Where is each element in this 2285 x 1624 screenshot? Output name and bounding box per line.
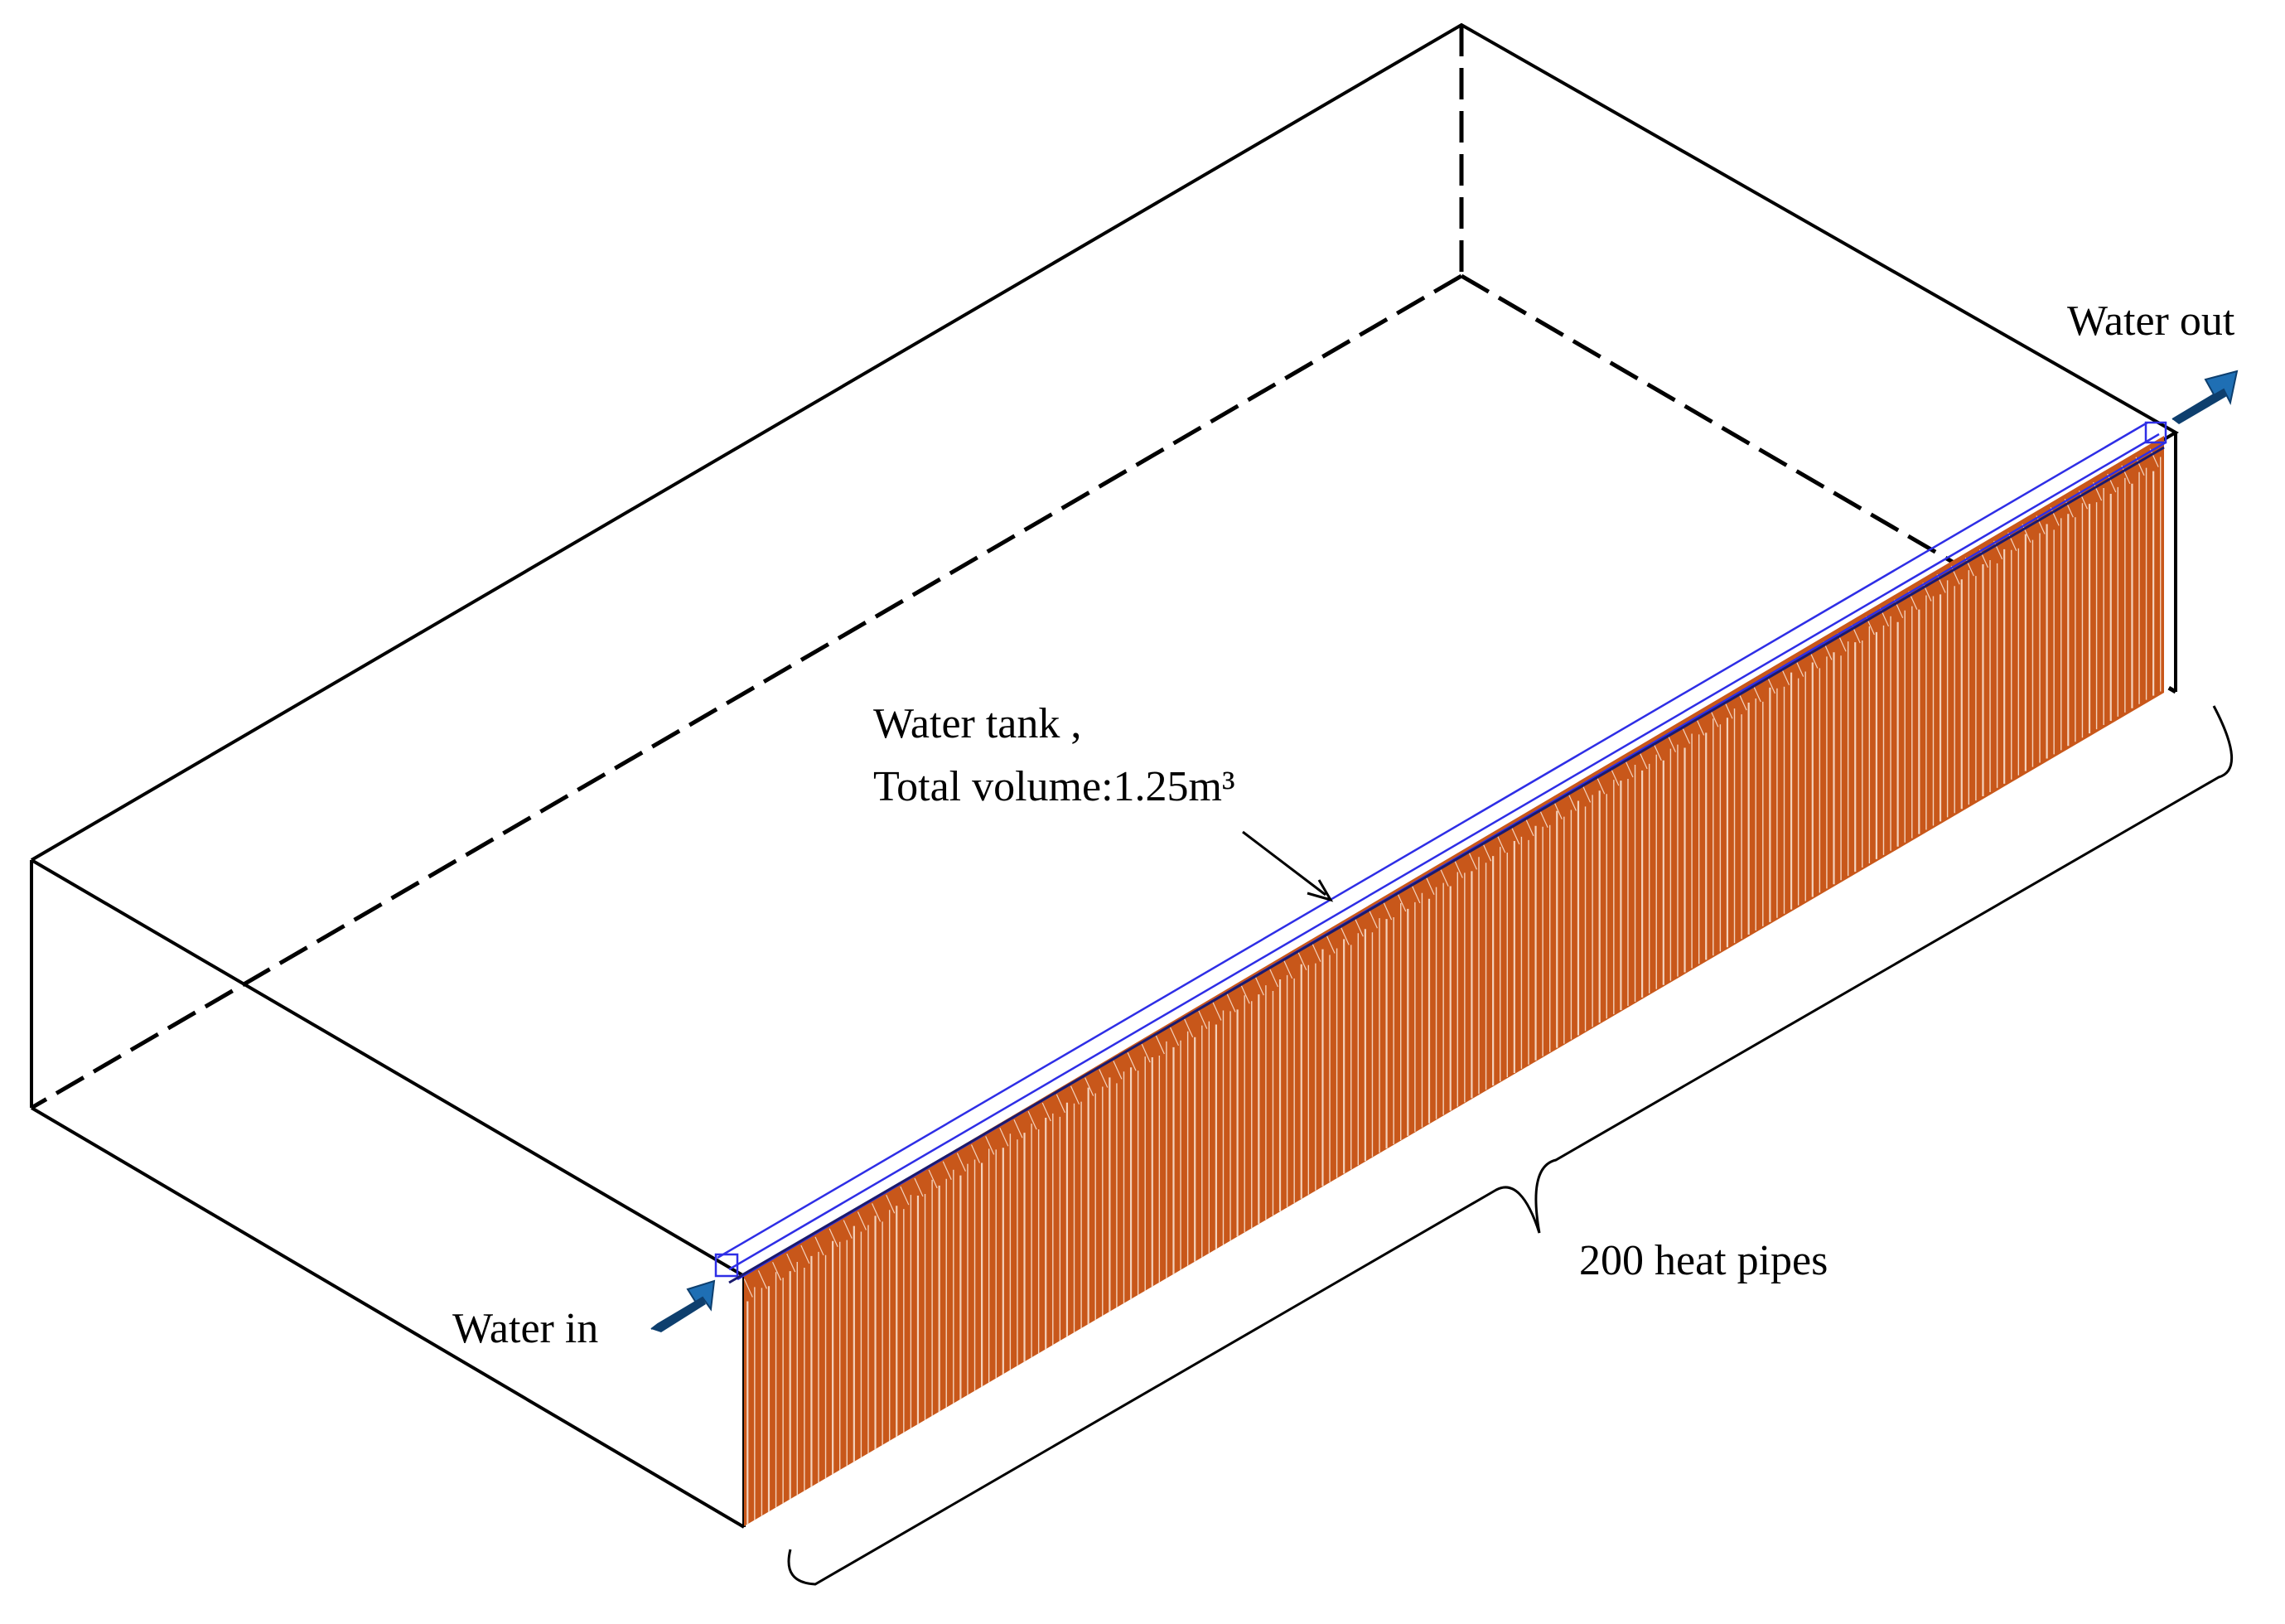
heat-pipe-fin (1453, 859, 1463, 878)
heat-pipe-fin (886, 1195, 896, 1214)
heat-pipe-fin (2036, 515, 2046, 534)
heat-pipe-fin (1099, 1069, 1109, 1088)
heat-pipe-fin (1539, 809, 1548, 828)
heat-pipe-fin (1013, 1119, 1023, 1138)
heat-pipe-fin (1439, 868, 1449, 887)
heat-pipe-fin (2007, 532, 2017, 552)
heat-pipe-fin (1027, 1110, 1037, 1130)
heat-pipe-fin (1113, 1061, 1123, 1080)
heat-pipe-fin (928, 1169, 938, 1189)
heat-pipe-fin (843, 1220, 853, 1239)
tank-leader-arrow (1242, 830, 1334, 902)
heat-pipe-fin (1368, 909, 1378, 929)
heat-pipe-fin (1581, 784, 1592, 803)
heat-pipe-fin (814, 1236, 824, 1256)
heat-pipe-fin (1085, 1077, 1094, 1096)
heat-pipe-fin (1297, 951, 1307, 971)
heat-pipe-fin (1340, 926, 1350, 945)
heat-pipe-fin (1496, 834, 1506, 853)
heat-pipe-fin (2064, 499, 2074, 518)
pipe-panel-face (744, 436, 2164, 1526)
heat-pipe-fin (900, 1186, 910, 1206)
heat-pipe-fin (1127, 1051, 1137, 1071)
heat-pipe-fin (2022, 524, 2031, 543)
heat-pipe-fin (1141, 1043, 1151, 1063)
heat-pipe-fin (2078, 490, 2088, 510)
heat-pipe-fin (1624, 758, 1634, 778)
heat-pipe-fin (1056, 1094, 1065, 1114)
heat-pipe-fin (744, 1278, 753, 1298)
heat-pipe-fin (970, 1144, 981, 1163)
heat-pipe-fin (1254, 976, 1264, 996)
heat-pipe-fin (1198, 1010, 1208, 1029)
heat-pipe-fin (1467, 851, 1477, 870)
heat-pipes-count-label: 200 heat pipes (1579, 1237, 1828, 1284)
heat-pipe-fin (1596, 776, 1606, 795)
heat-pipe-fin (1312, 943, 1321, 962)
heat-pipe-fin (2093, 481, 2103, 501)
heat-pipe-fin (1226, 993, 1236, 1013)
heat-pipe-fin (1155, 1035, 1165, 1055)
heat-pipe-fin (1326, 935, 1336, 954)
heat-pipe-fin (1283, 959, 1293, 979)
water-tank-label-line2: Total volume:1.25m³ (873, 763, 1235, 810)
heat-pipe-fin (1411, 884, 1421, 904)
heat-pipe-fin (1184, 1018, 1194, 1037)
heat-pipe-fin (1993, 540, 2003, 560)
heat-pipe-fin (1240, 985, 1250, 1004)
heat-pipe-fin (757, 1270, 767, 1289)
pipe-count-brace (787, 705, 2234, 1586)
heat-pipe-fin (800, 1245, 810, 1264)
heat-pipe-fin (1978, 549, 1989, 568)
water-in-label: Water in (452, 1305, 598, 1352)
heat-pipe-fin (1268, 968, 1279, 988)
heat-pipe-fin (999, 1128, 1009, 1147)
heat-pipe-fin (1425, 876, 1435, 895)
box-hidden-edges (30, 25, 2177, 1110)
heat-pipe-fin (857, 1211, 867, 1230)
heat-pipe-panel (744, 436, 2164, 1526)
water-tank-channel (714, 421, 2167, 1281)
heat-pipe-fin (1354, 918, 1364, 937)
arrow-right-icon (2171, 370, 2239, 424)
heat-pipe-fin (1383, 901, 1393, 921)
heat-pipe-fin (1070, 1085, 1080, 1104)
heat-pipe-fin (2050, 507, 2060, 526)
heat-pipe-fin (1553, 800, 1563, 819)
heat-pipe-fin (786, 1253, 796, 1273)
heat-pipe-fin (1041, 1102, 1051, 1122)
heat-pipe-fin (914, 1177, 924, 1197)
heat-pipe-fin (985, 1136, 995, 1155)
heat-pipe-fin (1397, 892, 1407, 912)
heat-pipe-fin (828, 1228, 838, 1247)
heat-pipe-fin (772, 1261, 782, 1281)
heat-pipe-fin (871, 1203, 882, 1222)
arrow-right-icon (650, 1279, 716, 1332)
heat-pipe-fin (1510, 825, 1520, 845)
heat-pipe-fin (1524, 817, 1534, 837)
water-tank-label-line1: Water tank , (873, 700, 1081, 747)
heat-pipe-lines (744, 448, 2162, 1526)
heat-pipe-fin (1212, 1002, 1222, 1021)
heat-pipe-fin (1169, 1027, 1180, 1046)
heat-pipe-fin (1567, 792, 1577, 811)
heat-pipe-fin (956, 1153, 966, 1172)
heat-pipe-fin (942, 1161, 952, 1181)
heat-pipe-fin (1610, 766, 1620, 786)
water-out-label: Water out (2067, 297, 2235, 345)
heat-pipe-fin (1482, 842, 1492, 862)
water-tank-centerline (728, 446, 2165, 1284)
